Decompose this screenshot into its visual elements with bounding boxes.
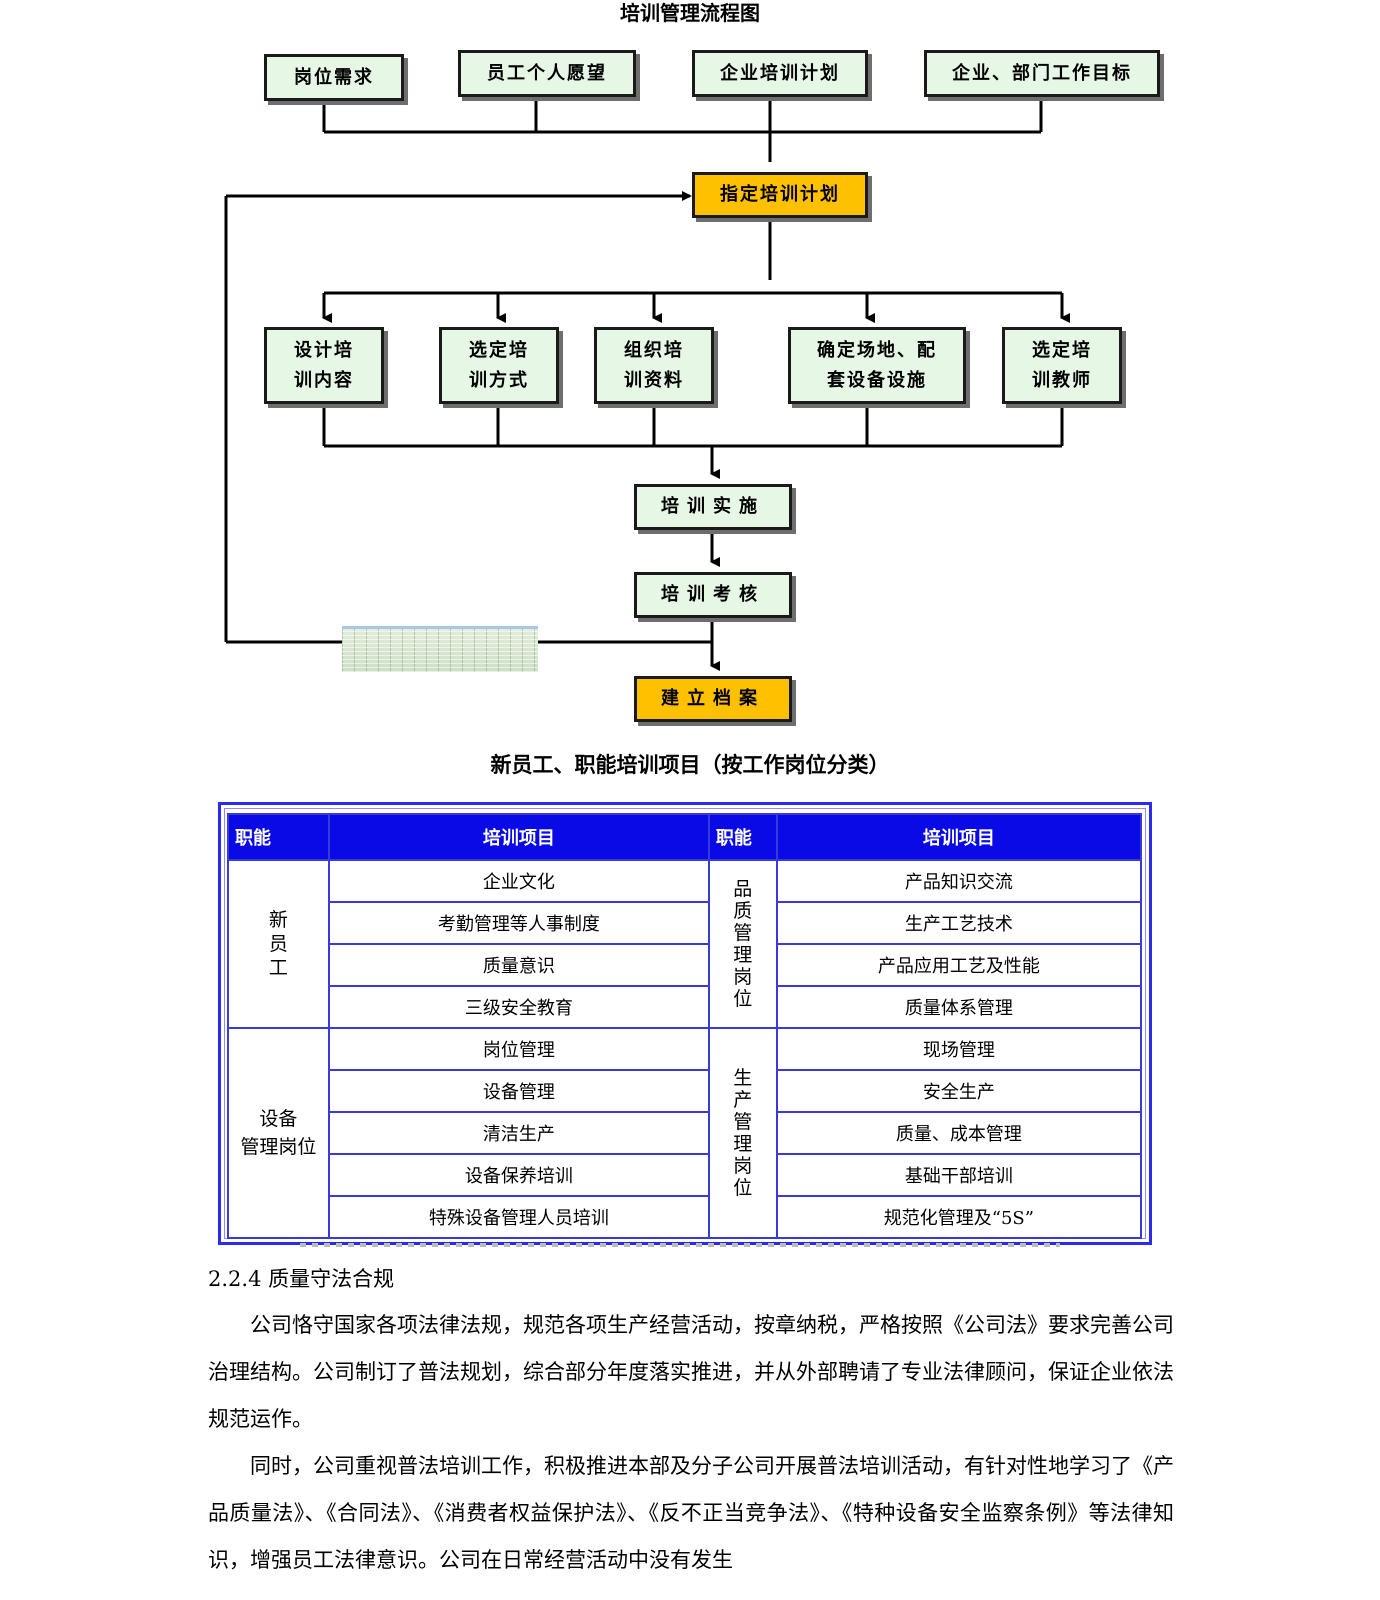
table-cell: 考勤管理等人事制度 — [327, 901, 710, 945]
table-cell: 规范化管理及“5S” — [775, 1195, 1143, 1239]
box-label: 企业、部门工作目标 — [952, 62, 1132, 84]
table-row: 设备 管理岗位 岗位管理 生产管理岗位 现场管理 — [227, 1027, 1143, 1239]
table-row: 考勤管理等人事制度 生产工艺技术 — [228, 901, 1143, 945]
spreadsheet-thumbnail — [342, 626, 538, 672]
table-row: 设备管理 安全生产 — [228, 1069, 1143, 1113]
box-task-venue: 确定场地、配 套设备设施 — [788, 327, 966, 404]
box-task-materials: 组织培 训资料 — [594, 327, 714, 404]
table-row: 三级安全教育 质量体系管理 — [228, 985, 1143, 1029]
box-task-content: 设计培 训内容 — [264, 327, 384, 404]
table-cell: 设备管理 — [327, 1069, 710, 1113]
training-table: 职能 培训项目 职能 培训项目 新员工 企业文化 品质管理岗位 产品知识交流 考… — [227, 813, 1143, 1239]
table-row: 清洁生产 质量、成本管理 — [228, 1111, 1143, 1155]
section-heading: 2.2.4 质量守法合规 — [208, 1267, 395, 1291]
table-cell: 质量意识 — [327, 943, 710, 987]
table-row: 特殊设备管理人员培训 规范化管理及“5S” — [228, 1195, 1143, 1239]
box-label: 组织培 训资料 — [624, 339, 684, 391]
table-cell: 质量、成本管理 — [775, 1111, 1143, 1155]
table-row: 新员工 企业文化 品质管理岗位 产品知识交流 — [227, 859, 1143, 1029]
group-label: 设备 管理岗位 — [240, 1108, 317, 1158]
table-title: 新员工、职能培训项目（按工作岗位分类） — [490, 753, 890, 777]
box-label: 指定培训计划 — [720, 184, 840, 205]
paragraph: 公司恪守国家各项法律法规，规范各项生产经营活动，按章纳税，严格按照《公司法》要求… — [208, 1313, 1174, 1431]
box-task-method: 选定培 训方式 — [439, 327, 559, 404]
group-label: 新员工 — [268, 909, 288, 979]
header-items: 培训项目 — [775, 813, 1143, 861]
paragraph: 同时，公司重视普法培训工作，积极推进本部及分子公司开展普法培训活动，有针对性地学… — [208, 1454, 1174, 1572]
group-quality: 品质管理岗位 — [707, 859, 778, 1029]
table-cell: 岗位管理 — [327, 1027, 710, 1071]
box-dept-goals: 企业、部门工作目标 — [924, 50, 1160, 97]
box-employee-wish: 员工个人愿望 — [458, 50, 636, 97]
table-cell: 现场管理 — [775, 1027, 1143, 1071]
box-assess: 培训考核 — [634, 572, 792, 618]
box-label: 选定培 训教师 — [1032, 339, 1092, 391]
table-cell: 特殊设备管理人员培训 — [327, 1195, 710, 1239]
table-cell: 设备保养培训 — [327, 1153, 710, 1197]
table-row: 设备保养培训 基础干部培训 — [228, 1153, 1143, 1197]
table-cell: 三级安全教育 — [327, 985, 710, 1029]
box-label: 选定培 训方式 — [469, 339, 529, 391]
box-label: 建立档案 — [661, 688, 765, 709]
table-cell: 质量体系管理 — [775, 985, 1143, 1029]
box-label: 岗位需求 — [294, 66, 374, 88]
box-label: 培训考核 — [661, 584, 765, 605]
box-implement: 培训实施 — [634, 484, 792, 530]
header-items: 培训项目 — [327, 813, 710, 861]
group-label: 生产管理岗位 — [733, 1067, 753, 1199]
header-function: 职能 — [707, 813, 778, 861]
clipped-text-remnant — [300, 1243, 1060, 1247]
box-make-plan: 指定培训计划 — [692, 172, 868, 218]
group-new-employee: 新员工 — [227, 859, 330, 1029]
group-production: 生产管理岗位 — [707, 1027, 778, 1239]
table-header-row: 职能 培训项目 职能 培训项目 — [227, 813, 1143, 861]
table-cell: 安全生产 — [775, 1069, 1143, 1113]
box-company-plan: 企业培训计划 — [692, 50, 868, 97]
table-cell: 产品应用工艺及性能 — [775, 943, 1143, 987]
table-cell: 企业文化 — [327, 859, 710, 903]
box-label: 确定场地、配 套设备设施 — [817, 339, 937, 391]
table-cell: 基础干部培训 — [775, 1153, 1143, 1197]
header-function: 职能 — [227, 813, 330, 861]
box-archive: 建立档案 — [634, 676, 792, 722]
group-equipment: 设备 管理岗位 — [227, 1027, 330, 1239]
table-cell: 生产工艺技术 — [775, 901, 1143, 945]
table-cell: 清洁生产 — [327, 1111, 710, 1155]
box-label: 培训实施 — [661, 496, 765, 517]
table-frame-inner — [224, 808, 1146, 1239]
table-cell: 产品知识交流 — [775, 859, 1143, 903]
group-label: 品质管理岗位 — [733, 878, 753, 1010]
box-position-demand: 岗位需求 — [264, 54, 404, 101]
box-label: 员工个人愿望 — [487, 62, 607, 84]
box-label: 企业培训计划 — [720, 62, 840, 84]
box-label: 设计培 训内容 — [294, 339, 354, 391]
table-row: 质量意识 产品应用工艺及性能 — [228, 943, 1143, 987]
flowchart-title: 培训管理流程图 — [620, 1, 760, 25]
box-task-teacher: 选定培 训教师 — [1002, 327, 1122, 404]
